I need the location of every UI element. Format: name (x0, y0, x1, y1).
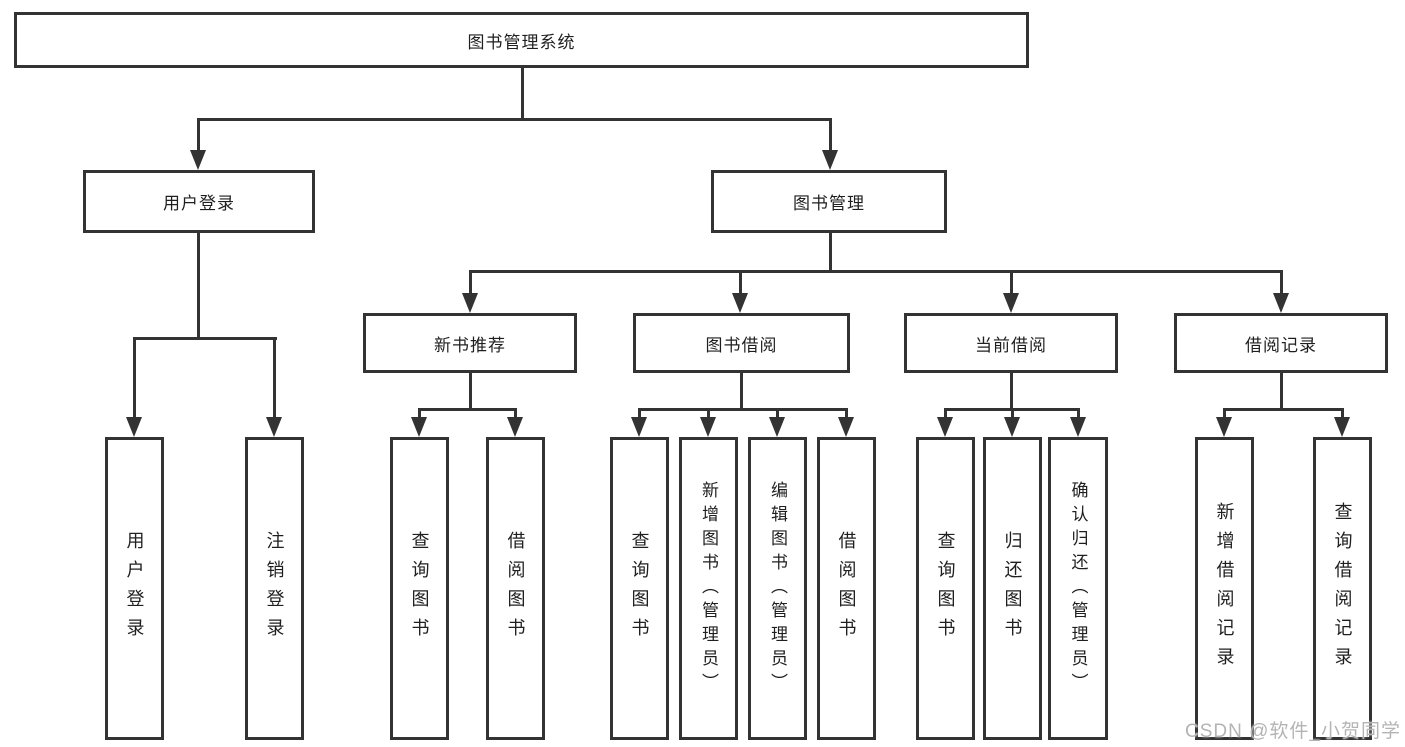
node-new-book-recommend-label: 新书推荐 (434, 335, 506, 355)
connector-line (944, 408, 947, 420)
arrow-down-icon (1070, 417, 1086, 437)
arrow-down-icon (1216, 417, 1232, 437)
connector-line (197, 233, 200, 340)
leaf-bb-edit-book-admin-label: 编辑图书（管理员） (768, 480, 787, 697)
node-book-management-label: 图书管理 (793, 194, 865, 213)
node-current-borrow-label: 当前借阅 (975, 335, 1047, 355)
node-book-borrow: 图书借阅 (633, 313, 850, 373)
leaf-cb-confirm-return-admin: 确认归还（管理员） (1048, 437, 1108, 740)
connector-line (418, 408, 421, 420)
connector-line (739, 270, 742, 296)
leaf-cb-query-book-label: 查询图书 (935, 530, 956, 647)
node-borrow-records-label: 借阅记录 (1245, 335, 1317, 355)
connector-line (418, 408, 517, 411)
connector-line (1280, 270, 1283, 296)
connector-line (1223, 408, 1344, 411)
arrow-down-icon (126, 417, 142, 437)
connector-line (1341, 408, 1344, 420)
connector-line (829, 118, 832, 154)
arrow-down-icon (769, 417, 785, 437)
arrow-down-icon (462, 293, 478, 313)
leaf-logout-label: 注销登录 (264, 530, 285, 647)
connector-line (1223, 408, 1226, 420)
connector-line (638, 408, 641, 420)
leaf-bb-edit-book-admin: 编辑图书（管理员） (748, 437, 807, 740)
connector-line (1280, 373, 1283, 411)
connector-line (1077, 408, 1080, 420)
connector-line (197, 118, 200, 154)
node-library-system-label: 图书管理系统 (467, 32, 576, 52)
arrow-down-icon (700, 417, 716, 437)
connector-line (1010, 270, 1013, 296)
arrow-down-icon (631, 417, 647, 437)
connector-line (469, 270, 1282, 273)
leaf-bb-add-book-admin: 新增图书（管理员） (679, 437, 738, 740)
leaf-bb-add-book-admin-label: 新增图书（管理员） (699, 480, 718, 697)
leaf-br-query-record: 查询借阅记录 (1313, 437, 1372, 740)
leaf-br-add-record: 新增借阅记录 (1195, 437, 1254, 740)
leaf-cb-query-book: 查询图书 (916, 437, 975, 740)
leaf-cb-return-book: 归还图书 (983, 437, 1042, 740)
leaf-cb-confirm-return-admin-label: 确认归还（管理员） (1068, 480, 1088, 697)
connector-line (133, 337, 136, 419)
leaf-bb-query-book: 查询图书 (610, 437, 669, 740)
leaf-bb-borrow-book-label: 借阅图书 (836, 530, 857, 647)
leaf-rec-borrow-book-label: 借阅图书 (505, 530, 526, 647)
leaf-rec-borrow-book: 借阅图书 (486, 437, 545, 740)
connector-line (469, 270, 472, 296)
connector-line (1011, 408, 1014, 420)
arrow-down-icon (822, 150, 838, 170)
arrow-down-icon (1334, 417, 1350, 437)
node-borrow-records: 借阅记录 (1174, 313, 1388, 373)
connector-line (638, 408, 848, 411)
connector-line (273, 337, 276, 419)
arrow-down-icon (1004, 417, 1020, 437)
leaf-bb-borrow-book: 借阅图书 (817, 437, 876, 740)
connector-line (521, 68, 524, 120)
leaf-br-add-record-label: 新增借阅记录 (1214, 501, 1235, 676)
node-book-borrow-label: 图书借阅 (705, 335, 778, 355)
connector-line (134, 337, 277, 340)
node-current-borrow: 当前借阅 (904, 313, 1118, 373)
leaf-cb-return-book-label: 归还图书 (1002, 530, 1023, 647)
node-new-book-recommend: 新书推荐 (363, 313, 577, 373)
arrow-down-icon (937, 417, 953, 437)
leaf-user-login: 用户登录 (105, 437, 164, 740)
leaf-br-query-record-label: 查询借阅记录 (1332, 501, 1353, 676)
arrow-down-icon (1273, 293, 1289, 313)
connector-line (707, 408, 710, 420)
arrow-down-icon (266, 417, 282, 437)
csdn-watermark: CSDN @软件_小贺同学 (1185, 721, 1401, 742)
arrow-down-icon (838, 417, 854, 437)
node-library-system: 图书管理系统 (14, 12, 1029, 68)
connector-line (829, 233, 832, 272)
leaf-rec-query-book: 查询图书 (390, 437, 449, 740)
connector-line (740, 373, 743, 411)
arrow-down-icon (732, 293, 748, 313)
connector-line (845, 408, 848, 420)
connector-line (514, 408, 517, 420)
connector-line (1010, 373, 1013, 411)
leaf-logout: 注销登录 (245, 437, 304, 740)
node-user-login-label: 用户登录 (163, 194, 235, 213)
arrow-down-icon (411, 417, 427, 437)
node-book-management: 图书管理 (711, 170, 947, 233)
leaf-rec-query-book-label: 查询图书 (409, 530, 430, 647)
arrow-down-icon (190, 150, 206, 170)
node-user-login: 用户登录 (83, 170, 315, 233)
connector-line (776, 408, 779, 420)
arrow-down-icon (1003, 293, 1019, 313)
connector-line (198, 118, 832, 121)
connector-line (469, 373, 472, 411)
arrow-down-icon (507, 417, 523, 437)
leaf-bb-query-book-label: 查询图书 (629, 530, 650, 647)
leaf-user-login-label: 用户登录 (124, 530, 145, 647)
